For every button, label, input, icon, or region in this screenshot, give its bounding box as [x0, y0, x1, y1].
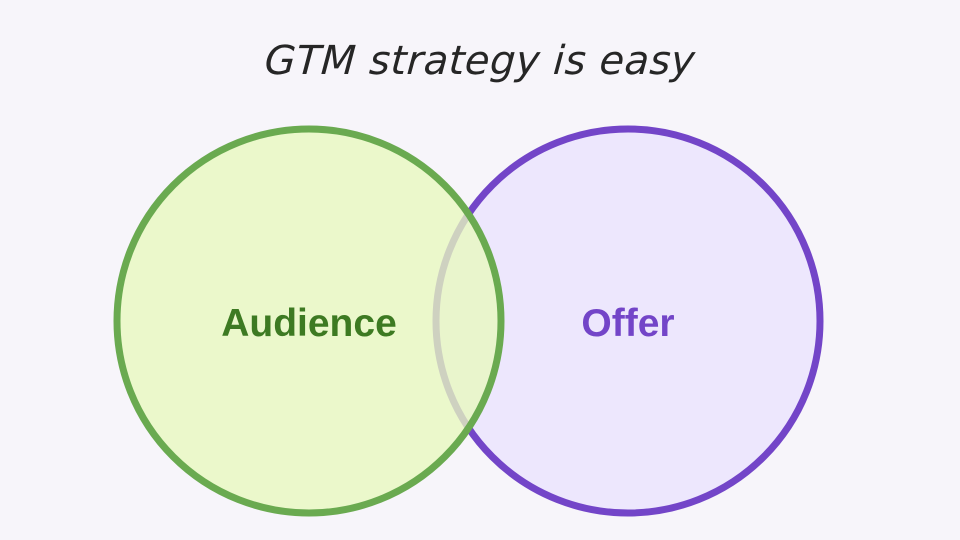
audience-circle	[113, 125, 505, 517]
audience-label: Audience	[221, 302, 397, 345]
offer-label: Offer	[581, 302, 674, 345]
